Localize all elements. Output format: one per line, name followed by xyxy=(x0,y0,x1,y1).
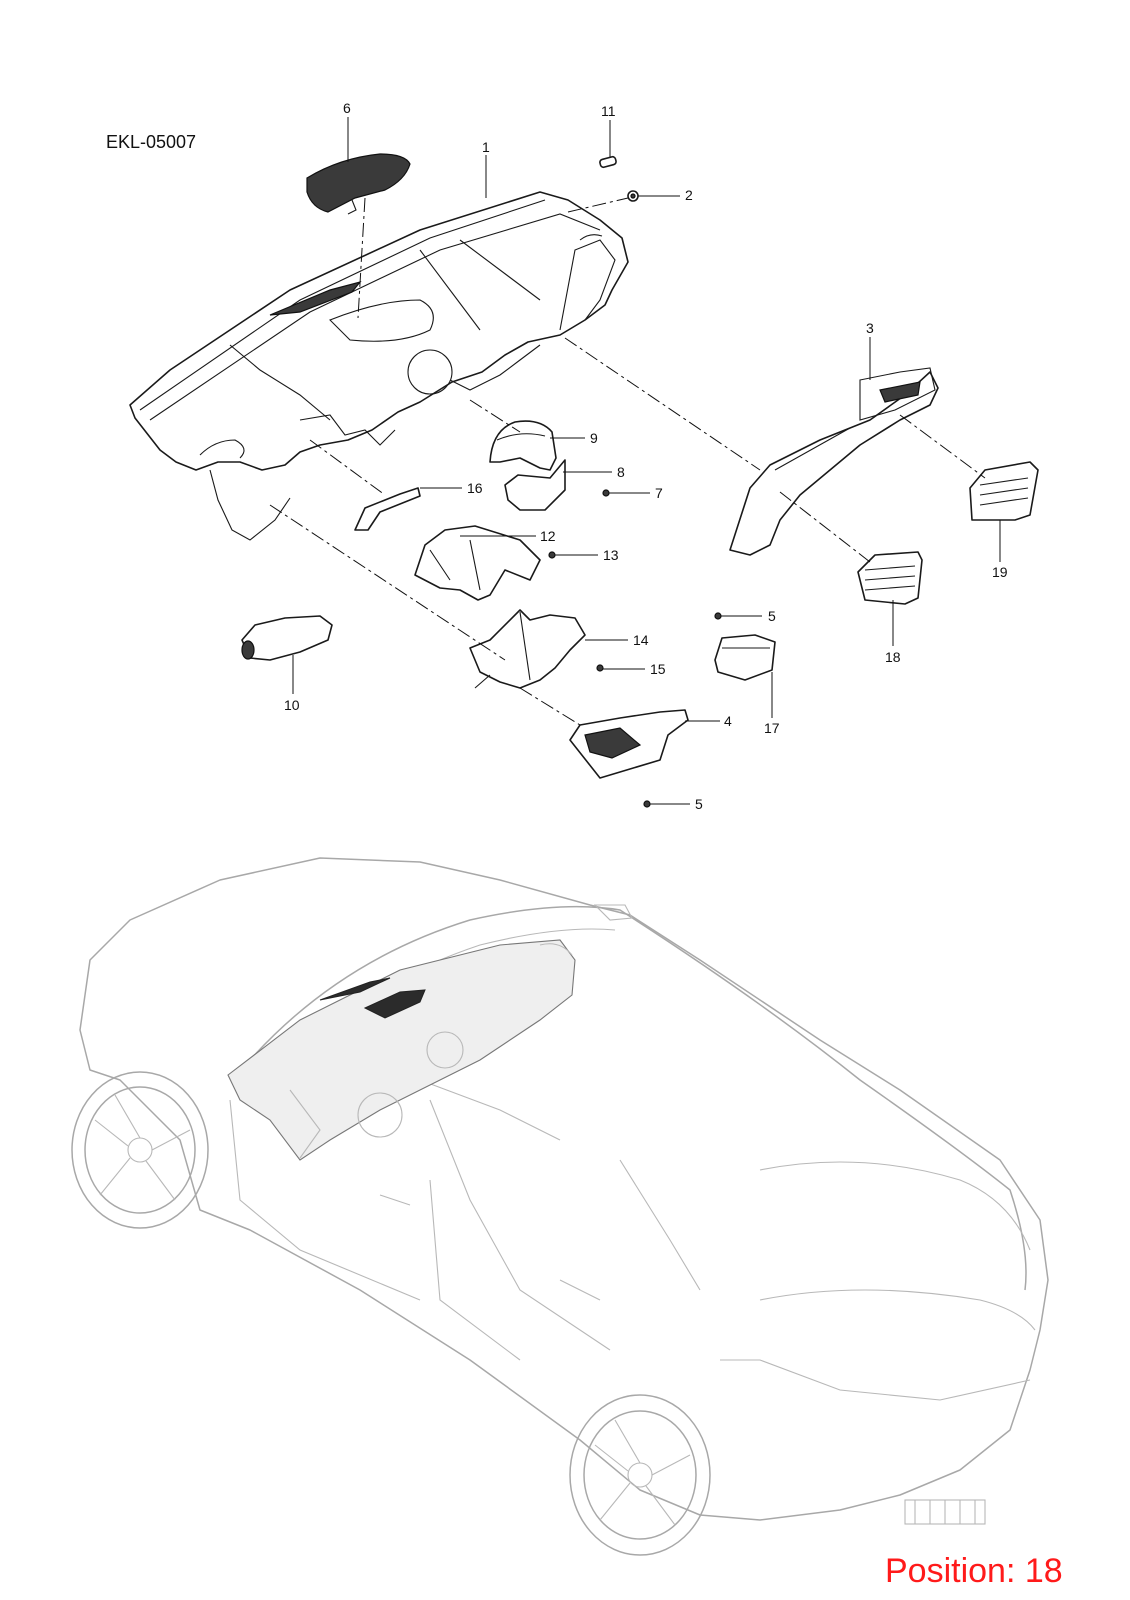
part-pin-11[interactable] xyxy=(599,155,617,169)
part-vent-18[interactable] xyxy=(857,551,923,605)
callout-5a[interactable]: 5 xyxy=(768,608,776,624)
vehicle-location-view xyxy=(71,857,1049,1556)
part-screw-13[interactable] xyxy=(548,551,556,559)
callout-5b[interactable]: 5 xyxy=(695,796,703,812)
part-dashboard-1[interactable] xyxy=(129,191,629,541)
leader-lines xyxy=(292,117,1001,805)
callout-6[interactable]: 6 xyxy=(343,100,351,116)
part-center-panel-3[interactable] xyxy=(729,367,939,556)
part-column-cover-9[interactable] xyxy=(489,420,557,471)
callout-18[interactable]: 18 xyxy=(885,649,901,665)
callout-4[interactable]: 4 xyxy=(724,713,732,729)
part-screw-5b[interactable] xyxy=(643,800,651,808)
part-lower-trim-14[interactable] xyxy=(469,609,586,689)
part-vent-17[interactable] xyxy=(714,634,776,681)
callout-1[interactable]: 1 xyxy=(482,139,490,155)
callout-9[interactable]: 9 xyxy=(590,430,598,446)
part-screw-5a[interactable] xyxy=(714,612,722,620)
callout-8[interactable]: 8 xyxy=(617,464,625,480)
drawing-code: EKL-05007 xyxy=(106,132,196,152)
callout-12[interactable]: 12 xyxy=(540,528,556,544)
part-trim-strip-16[interactable] xyxy=(354,487,421,531)
position-label: Position: 18 xyxy=(885,1552,1063,1590)
part-knee-panel-12[interactable] xyxy=(414,525,541,601)
callout-7[interactable]: 7 xyxy=(655,485,663,501)
callout-15[interactable]: 15 xyxy=(650,661,666,677)
callout-2[interactable]: 2 xyxy=(685,187,693,203)
callout-3[interactable]: 3 xyxy=(866,320,874,336)
part-lower-cover-8[interactable] xyxy=(504,459,566,511)
callout-16[interactable]: 16 xyxy=(467,480,483,496)
part-side-vent-4[interactable] xyxy=(569,709,689,779)
part-vent-19[interactable] xyxy=(969,461,1039,521)
callout-17[interactable]: 17 xyxy=(764,720,780,736)
part-speaker-grille-6[interactable] xyxy=(306,153,411,215)
part-clip-2[interactable] xyxy=(627,190,639,202)
callouts: 1 2 3 4 5 5 6 7 8 9 10 11 12 13 14 15 16… xyxy=(284,100,1008,812)
part-screw-7[interactable] xyxy=(602,489,610,497)
part-glovebox-10[interactable] xyxy=(241,615,333,661)
part-screw-15[interactable] xyxy=(596,664,604,672)
callout-19[interactable]: 19 xyxy=(992,564,1008,580)
callout-14[interactable]: 14 xyxy=(633,632,649,648)
vehicle-dashboard-highlight xyxy=(227,939,576,1161)
callout-11[interactable]: 11 xyxy=(601,103,616,119)
callout-10[interactable]: 10 xyxy=(284,697,300,713)
callout-13[interactable]: 13 xyxy=(603,547,619,563)
relation-lines xyxy=(269,197,986,726)
